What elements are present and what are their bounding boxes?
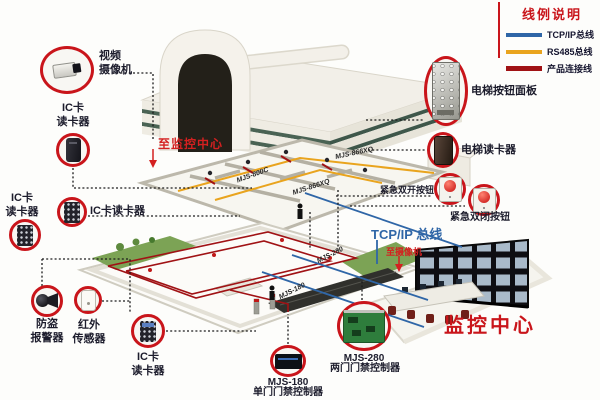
upper-floor-plan <box>136 138 448 232</box>
card-reader-icon <box>65 138 81 162</box>
emergency-open-device <box>434 173 466 205</box>
mjs180-model-label: MJS-180 <box>267 377 309 388</box>
mjs280-name-label: 两门门禁控制器 <box>330 363 400 374</box>
elevator-reader-label: 电梯读卡器 <box>461 144 516 156</box>
emergency-close-device <box>468 184 500 216</box>
burglar-alarm-device <box>31 285 63 317</box>
burglar-alarm-label: 防盗报警器 <box>30 318 64 344</box>
legend-item-tcpip: TCP/IP总线 <box>506 28 598 41</box>
emergency-open-label: 紧急双开按钮 <box>380 185 435 195</box>
keypad-icon <box>140 320 156 342</box>
legend-label: 产品连接线 <box>547 64 593 74</box>
camera-icon <box>52 60 82 80</box>
product-line-swatch <box>506 66 542 71</box>
monitor-room <box>368 238 553 345</box>
ir-sensor-icon <box>80 289 96 311</box>
elevator-panel-label: 电梯按钮面板 <box>471 85 537 97</box>
dotted-connectors <box>41 72 465 344</box>
ic-reader-bottom-label: IC卡读卡器 <box>131 351 165 377</box>
mjs280-controller-device <box>337 301 391 351</box>
ic-reader-top-label: IC卡读卡器 <box>56 102 90 128</box>
ic-reader-top-device <box>56 133 90 167</box>
rs485-line-swatch <box>506 49 542 54</box>
tcpip-bus-lines <box>261 192 463 328</box>
circuit-board-icon <box>343 309 385 343</box>
ic-reader-bottom-device <box>131 314 165 348</box>
mjs180-name-label: 单门门禁控制器 <box>253 387 323 398</box>
video-camera-label: 视频摄像机 <box>99 50 132 76</box>
line-legend: 线例说明 TCP/IP总线 RS485总线 产品连接线 <box>506 4 598 79</box>
operator-chairs <box>388 306 469 324</box>
siren-icon <box>36 293 58 309</box>
ic-reader-mid-device <box>57 197 87 227</box>
ir-sensor-label: 红外传感器 <box>72 319 106 345</box>
elevator-panel-device <box>424 56 468 126</box>
legend-item-rs485: RS485总线 <box>506 45 598 58</box>
legend-label: RS485总线 <box>547 47 593 57</box>
ic-reader-left-device <box>9 219 41 251</box>
emergency-close-label: 紧急双闭按钮 <box>450 212 510 223</box>
ir-sensor-device <box>74 286 102 314</box>
emergency-button-icon <box>472 187 496 213</box>
elevator-reader-icon <box>433 135 453 165</box>
ic-reader-mid-label: IC卡读卡器 <box>90 205 145 217</box>
monitor-center-title: 监控中心 <box>444 315 536 337</box>
keypad-icon <box>64 201 80 223</box>
tcpip-line-swatch <box>506 32 542 37</box>
video-camera-device <box>40 46 94 94</box>
emergency-button-icon <box>438 176 462 202</box>
to-monitor-center-label: 至监控中心 <box>158 137 224 151</box>
elevator-reader-device <box>427 132 459 168</box>
legend-label: TCP/IP总线 <box>547 30 595 40</box>
legend-item-product: 产品连接线 <box>506 62 598 75</box>
keypad-icon <box>17 224 33 246</box>
annotation-arrows <box>149 149 403 272</box>
lawn-right <box>342 242 424 280</box>
ic-reader-left-label: IC卡读卡器 <box>5 192 39 218</box>
mjs280-model-label: MJS-280 <box>343 353 385 364</box>
legend-title: 线例说明 <box>521 7 582 22</box>
elevator-buttons-icon <box>432 62 460 120</box>
controller-box-icon <box>274 353 302 369</box>
mjs180-controller-device <box>270 345 306 377</box>
basement-plan <box>76 221 424 335</box>
tcpip-bus-label: TCP/IP 总线 <box>371 227 443 242</box>
arch-tower <box>159 29 251 152</box>
to-camera-label: 至摄像机 <box>386 247 423 257</box>
lawn-left <box>92 236 196 270</box>
